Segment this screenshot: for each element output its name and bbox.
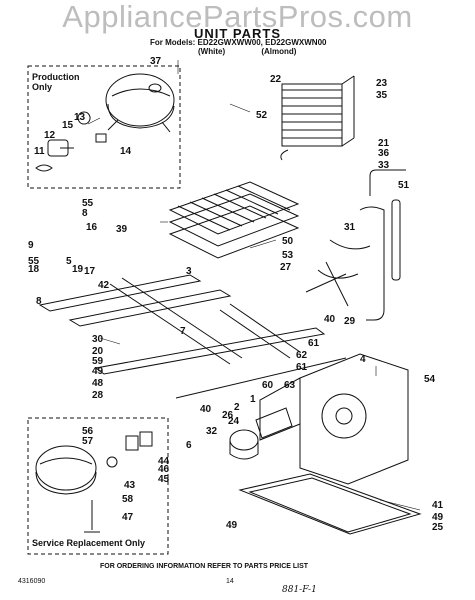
document-code: 4316090: [18, 578, 46, 585]
callout: 19: [72, 264, 84, 275]
callout: 3: [186, 266, 192, 277]
callout: 53: [282, 250, 294, 261]
callout: 31: [344, 222, 356, 233]
callout: 57: [82, 436, 94, 447]
callout: 11: [34, 146, 45, 157]
callout: 58: [122, 494, 134, 505]
callout: 22: [270, 74, 282, 85]
callout: 16: [86, 222, 98, 233]
callout: 15: [62, 120, 74, 131]
callout: 37: [150, 56, 162, 67]
callout: 36: [378, 148, 390, 159]
callout: 29: [344, 316, 356, 327]
handwritten-note: 881-F-1: [282, 585, 317, 595]
callout: 5: [66, 256, 72, 267]
variant-almond: (Almond): [261, 47, 297, 56]
callout: 39: [116, 224, 128, 235]
callout: 4: [360, 354, 366, 365]
callout: 52: [256, 110, 268, 121]
production-only-box: [27, 65, 181, 189]
callout: 2: [234, 402, 240, 413]
callout: 61: [296, 362, 308, 373]
callout: 12: [44, 130, 56, 141]
callout: 17: [84, 266, 96, 277]
callout: 48: [92, 378, 104, 389]
callout: 50: [282, 236, 294, 247]
callout: 47: [122, 512, 134, 523]
callout: 46: [158, 464, 170, 475]
callout: 1: [250, 394, 256, 405]
compressor-service: [35, 445, 100, 533]
callout: 24: [228, 416, 240, 427]
production-only-label: Production Only: [32, 72, 80, 92]
callout: 49: [92, 366, 104, 377]
base-pan: [238, 473, 422, 535]
callout: 28: [92, 390, 104, 401]
callout: 26: [222, 410, 234, 421]
service-only-label: Service Replacement Only: [32, 538, 146, 548]
callout: 32: [206, 426, 218, 437]
callout: 60: [262, 380, 274, 391]
callout: 43: [124, 480, 136, 491]
callout: 63: [284, 380, 296, 391]
fan-motor: [229, 407, 293, 460]
callout: 18: [28, 264, 40, 275]
models-line: For Models: ED22GWXWW00, ED22GWXWN00: [150, 38, 327, 47]
callout: 40: [324, 314, 336, 325]
callout: 61: [308, 338, 320, 349]
callout: 40: [200, 404, 212, 415]
callout: 6: [186, 440, 192, 451]
callout: 54: [424, 374, 436, 385]
callout: 35: [376, 90, 388, 101]
service-only-box: [27, 417, 169, 555]
callout: 56: [82, 426, 94, 437]
condenser-coil: [280, 75, 355, 161]
variant-labels: (White) (Almond): [198, 47, 330, 56]
evaporator-coil: [168, 181, 300, 259]
callout: 45: [158, 474, 170, 485]
callout: 27: [280, 262, 292, 273]
callout: 23: [376, 78, 388, 89]
base-frame: [38, 274, 347, 399]
callout: 8: [82, 208, 88, 219]
callout: 13: [74, 112, 86, 123]
callout: 33: [378, 160, 390, 171]
fan-bracket: [259, 353, 409, 485]
callout: 41: [432, 500, 444, 511]
callout: 59: [92, 356, 104, 367]
page-title: UNIT PARTS: [193, 26, 282, 41]
callout: 49: [432, 512, 444, 523]
callout: 30: [92, 334, 104, 345]
callout: 8: [36, 296, 42, 307]
watermark: AppliancePartsPros.com: [62, 0, 413, 34]
callout: 9: [28, 240, 34, 251]
page-number: 14: [226, 578, 234, 585]
callout: 20: [92, 346, 104, 357]
callout: 62: [296, 350, 308, 361]
callout: 55: [82, 198, 94, 209]
callout: 21: [378, 138, 390, 149]
callout: 51: [398, 180, 410, 191]
callout: 44: [158, 456, 170, 467]
callout: 55: [28, 256, 40, 267]
variant-white: (White): [198, 47, 226, 56]
callout: 49: [226, 520, 238, 531]
ordering-note: FOR ORDERING INFORMATION REFER TO PARTS …: [100, 563, 309, 570]
callout: 42: [98, 280, 110, 291]
callout: 14: [120, 146, 132, 157]
callout: 25: [432, 522, 444, 533]
callout: 7: [180, 326, 186, 337]
compressor-production: [105, 73, 175, 133]
